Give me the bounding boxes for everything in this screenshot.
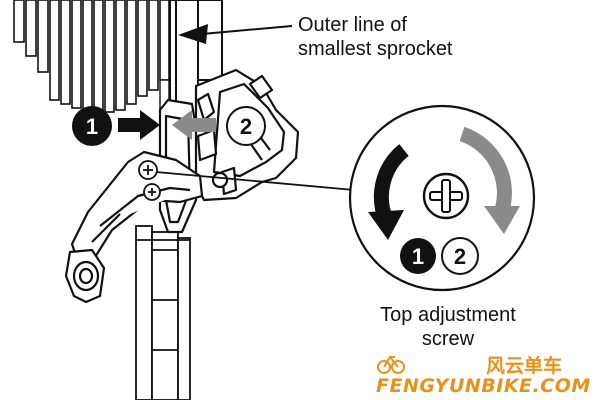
watermark-name-cn: 风云单车 [486,355,563,377]
zoom-circle: 1 2 [348,104,536,292]
watermark-name-en: FENGYUNBIKE.COM [376,375,591,397]
zoom-badge-2: 2 [441,237,479,275]
sprocket-pointer [178,24,293,44]
rotate-arrow-1 [368,144,409,240]
zoom-badge-2-label: 2 [454,244,466,269]
step-badge-2-label: 2 [240,114,252,139]
top-adjustment-screw-label: Top adjustment screw [380,304,516,350]
zoom-leader-line [155,171,355,191]
arrow-step-2 [172,110,216,140]
adjustment-screw-icon [422,172,470,220]
step-badge-2: 2 [226,106,266,146]
derailleur-screws [138,160,161,201]
chainrings [135,225,191,400]
step-badge-1-label: 1 [86,114,98,139]
watermark: 风云单车 FENGYUNBIKE.COM [376,350,600,400]
zoom-badge-1-label: 1 [412,244,424,269]
bicycle-logo-icon [377,355,405,374]
arrow-step-1 [118,110,160,140]
step-badge-1: 1 [72,106,112,146]
sprocket-outer-line-label: Outer line of smallest sprocket [298,14,453,60]
cassette-sprockets [13,0,170,113]
zoom-badge-1: 1 [400,238,436,274]
rotate-arrow-2 [459,126,520,234]
